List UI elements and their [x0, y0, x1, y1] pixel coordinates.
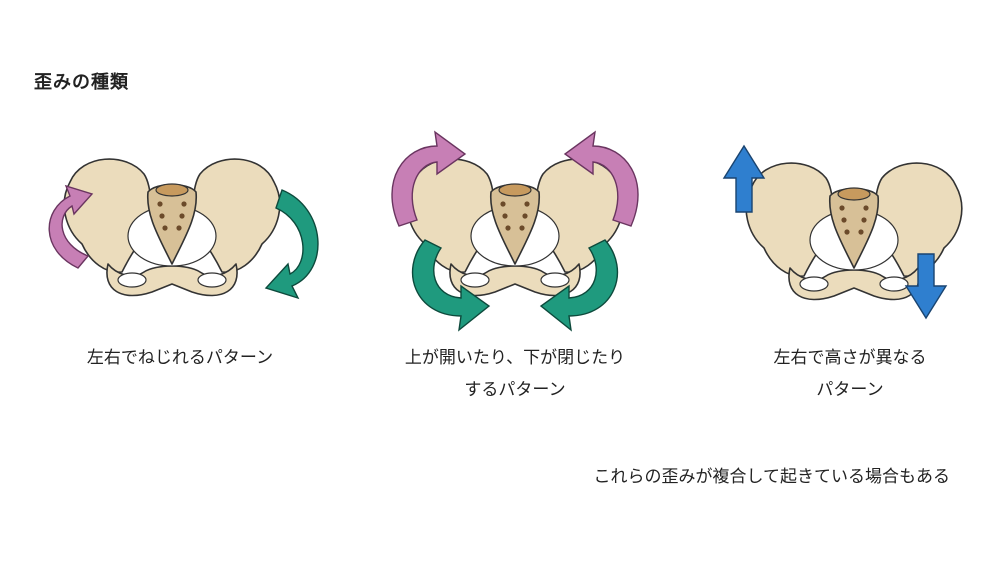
sacral-foramen	[524, 201, 530, 207]
curved-arrow-green-icon	[539, 239, 619, 332]
footnote: これらの歪みが複合して起きている場合もある	[593, 467, 951, 487]
sacral-foramen	[179, 213, 185, 219]
arrow-down-icon	[904, 253, 948, 320]
sacral-foramen	[858, 229, 864, 235]
caption-line: するパターン	[464, 380, 566, 400]
sacral-foramen	[181, 201, 187, 207]
sacral-foramen	[839, 205, 845, 211]
sacral-foramen	[519, 225, 525, 231]
sacral-foramen	[863, 205, 869, 211]
arrow-up-icon	[722, 144, 766, 213]
pelvis-height-illustration	[722, 144, 963, 320]
caption-line: 左右でねじれるパターン	[86, 348, 274, 368]
sacral-foramen	[841, 217, 847, 223]
caption-open-close: 上が開いたり、下が閉じたり するパターン	[365, 342, 665, 406]
pelvis-twist-illustration	[48, 158, 319, 300]
sacral-top	[837, 187, 871, 201]
pelvis-illustration	[406, 158, 624, 297]
pelvis-illustration	[63, 158, 281, 297]
panel-height: 左右で高さが異なる パターン	[700, 120, 1000, 420]
panel-open-close: 上が開いたり、下が閉じたり するパターン	[365, 120, 665, 420]
sacral-foramen	[502, 213, 508, 219]
caption-line: 上が開いたり、下が閉じたり	[404, 348, 626, 368]
obturator-left	[460, 272, 490, 288]
sacral-foramen	[844, 229, 850, 235]
sacral-foramen	[505, 225, 511, 231]
curved-arrow-pink-icon	[391, 130, 467, 227]
caption-line: パターン	[816, 380, 884, 400]
panel-twist: 左右でねじれるパターン	[30, 120, 330, 420]
pubic-arch	[106, 263, 238, 297]
curved-arrow-pink-icon	[563, 130, 639, 227]
obturator-right	[540, 272, 570, 288]
sacral-foramen	[500, 201, 506, 207]
sacral-top	[498, 183, 532, 197]
caption-height: 左右で高さが異なる パターン	[700, 342, 1000, 406]
pubic-arch	[788, 267, 920, 301]
sacral-foramen	[162, 225, 168, 231]
page-title: 歪みの種類	[34, 72, 129, 93]
pubic-arch	[449, 263, 581, 297]
sacral-top	[155, 183, 189, 197]
sacral-foramen	[159, 213, 165, 219]
sacral-foramen	[157, 201, 163, 207]
obturator-left	[799, 276, 829, 292]
sacral-foramen	[522, 213, 528, 219]
obturator-right	[197, 272, 227, 288]
curved-arrow-green-icon	[411, 239, 491, 332]
obturator-left	[117, 272, 147, 288]
caption-line: 左右で高さが異なる	[773, 348, 927, 368]
pelvis-open-close-illustration	[391, 130, 639, 332]
caption-twist: 左右でねじれるパターン	[30, 342, 330, 374]
sacral-foramen	[176, 225, 182, 231]
obturator-right	[879, 276, 909, 292]
curved-arrow-pink-icon	[48, 184, 94, 269]
curved-arrow-green-icon	[264, 189, 319, 300]
pelvis-illustration	[745, 162, 963, 301]
sacral-foramen	[861, 217, 867, 223]
